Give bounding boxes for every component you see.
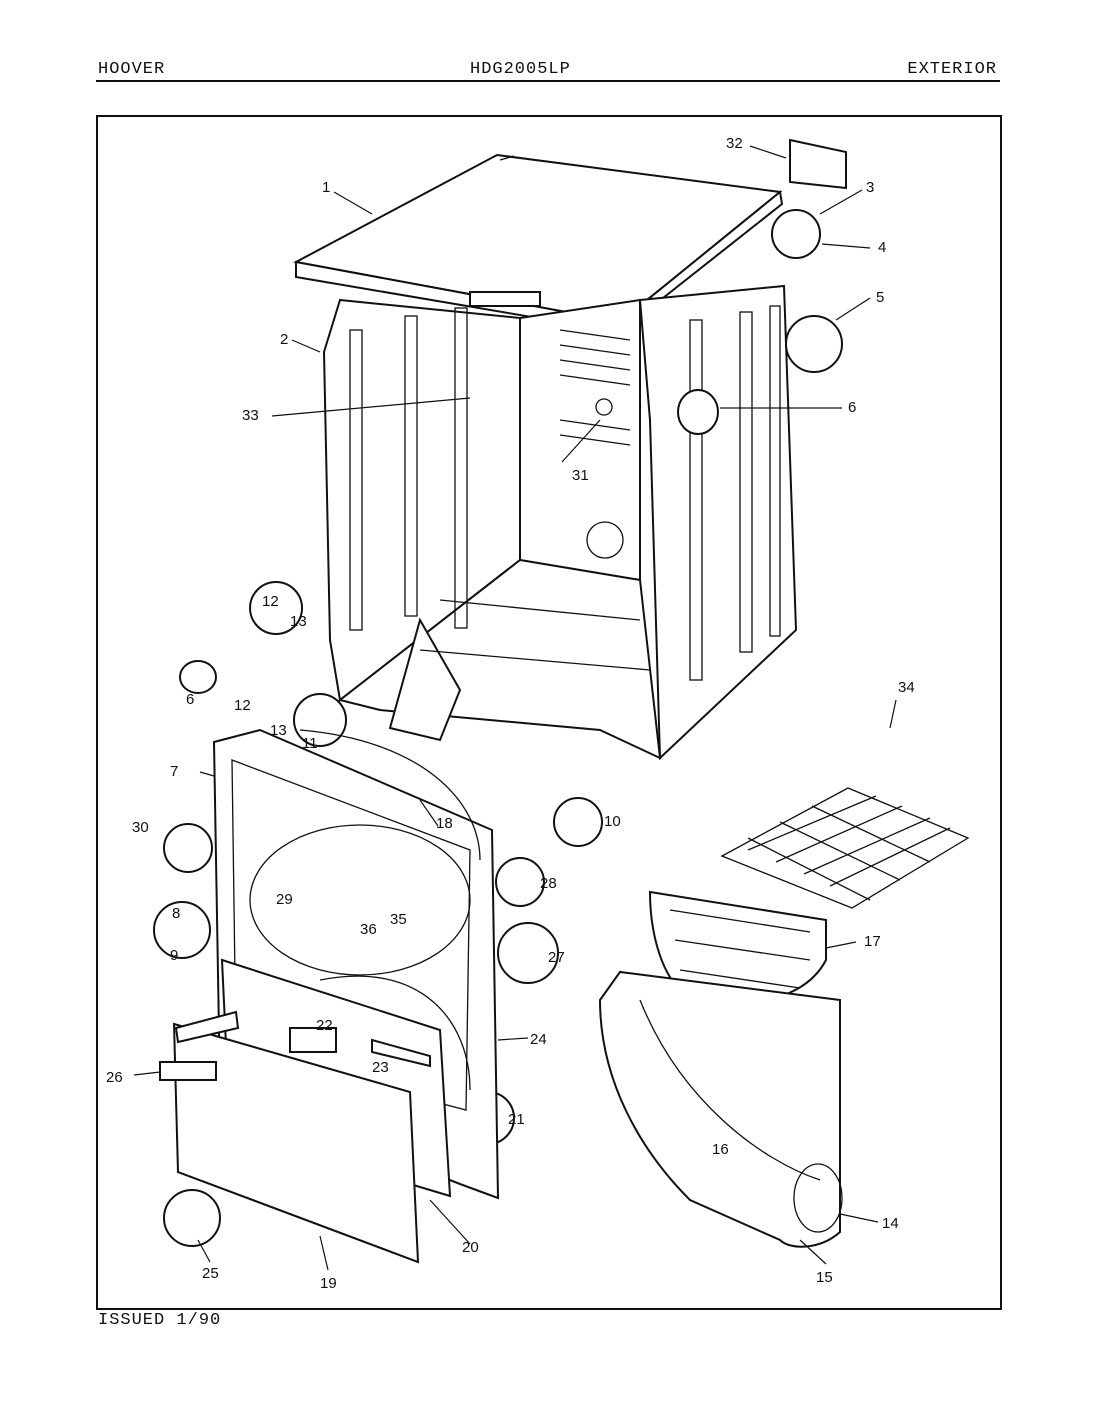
leader-lines (133, 145, 897, 1271)
callout-8: 8 (172, 905, 180, 922)
drying-rack (720, 787, 970, 909)
callout-18: 18 (436, 815, 453, 832)
callout-labels: 1 2 3 4 5 6 6 7 8 9 10 11 12 12 13 13 14… (106, 135, 915, 1292)
callout-1: 1 (322, 179, 330, 196)
callout-31: 31 (572, 467, 589, 484)
callout-12a: 12 (262, 593, 279, 610)
callout-32: 32 (726, 135, 743, 152)
callout-21: 21 (508, 1111, 525, 1128)
callout-36: 36 (360, 921, 377, 938)
callout-6b: 6 (186, 691, 194, 708)
callout-9: 9 (170, 947, 178, 964)
cabinet-top-panel (293, 153, 784, 335)
callout-7: 7 (170, 763, 178, 780)
callout-23: 23 (372, 1059, 389, 1076)
callout-28: 28 (540, 875, 557, 892)
callout-27: 27 (548, 949, 565, 966)
callout-22: 22 (316, 1017, 333, 1034)
lint-duct (598, 970, 843, 1248)
diagram-frame (96, 115, 1002, 1310)
callout-34: 34 (898, 679, 915, 696)
callout-16: 16 (712, 1141, 729, 1158)
callout-4: 4 (878, 239, 886, 256)
callout-13a: 13 (290, 613, 307, 630)
callout-17: 17 (864, 933, 881, 950)
callout-5: 5 (876, 289, 884, 306)
callout-35: 35 (390, 911, 407, 928)
control-bracket (789, 138, 847, 190)
callout-6a: 6 (848, 399, 856, 416)
footer-issued: ISSUED 1/90 (98, 1311, 222, 1330)
knob (179, 660, 217, 694)
callout-2: 2 (280, 331, 288, 348)
header-brand: HOOVER (98, 60, 166, 79)
lint-filter (648, 890, 827, 1004)
cabinet-body (322, 284, 798, 761)
callout-13b: 13 (270, 722, 287, 739)
callout-25: 25 (202, 1265, 219, 1282)
callout-33: 33 (242, 407, 259, 424)
callout-10: 10 (604, 813, 621, 830)
blower-housing-ring (677, 389, 719, 435)
header-rule (96, 80, 1000, 82)
callout-30: 30 (132, 819, 149, 836)
callout-3: 3 (866, 179, 874, 196)
callout-15: 15 (816, 1269, 833, 1286)
detail-bubbles (153, 209, 843, 1247)
callout-24: 24 (530, 1031, 547, 1048)
callout-11: 11 (302, 735, 318, 752)
callout-12b: 12 (234, 697, 251, 714)
header-model: HDG2005LP (470, 60, 571, 79)
callout-29: 29 (276, 891, 293, 908)
callout-14: 14 (882, 1215, 899, 1232)
callout-20: 20 (462, 1239, 479, 1256)
callout-19: 19 (320, 1275, 337, 1292)
header-section: EXTERIOR (907, 60, 997, 79)
callout-26: 26 (106, 1069, 123, 1086)
door (159, 958, 471, 1264)
